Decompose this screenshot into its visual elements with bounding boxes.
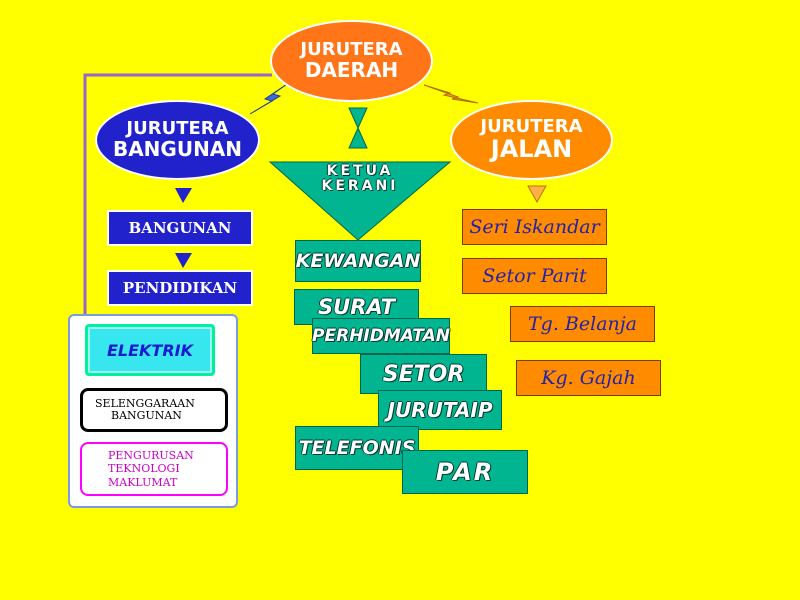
bangunan-sub-panel: ELEKTRIK SELENGGARAAN BANGUNAN PENGURUSA… (68, 314, 238, 508)
unit-telefonis: TELEFONIS (295, 426, 419, 470)
unit-setor: SETOR (360, 354, 487, 394)
ketua-kerani-label: KETUA KERANI (300, 164, 420, 193)
jurutera-bangunan-node: JURUTERA BANGUNAN (95, 100, 260, 180)
selenggaraan-line1: SELENGGARAAN (95, 396, 195, 410)
unit-seri-iskandar: Seri Iskandar (462, 209, 607, 245)
pengurusan-line3: MAKLUMAT (108, 475, 178, 489)
jurutera-jalan-line1: JURUTERA (480, 115, 583, 137)
unit-perhidmatan: PERHIDMATAN (312, 318, 450, 354)
hourglass-connector-bottom (348, 126, 368, 149)
pengurusan-line2: TEKNOLOGI (108, 462, 180, 476)
jurutera-daerah-node: JURUTERA DAERAH (270, 20, 433, 102)
down-arrow-jalan (527, 185, 547, 204)
down-arrow-pendidikan (175, 253, 192, 268)
ketua-kerani-line1: KETUA (326, 163, 394, 179)
jurutera-bangunan-line1: JURUTERA (126, 118, 229, 140)
hourglass-connector (348, 107, 368, 130)
selenggaraan-line2: BANGUNAN (111, 409, 182, 422)
jurutera-daerah-line1: JURUTERA (300, 39, 403, 61)
unit-tg-belanja: Tg. Belanja (510, 306, 655, 342)
jurutera-daerah-line2: DAERAH (304, 57, 399, 82)
unit-pendidikan: PENDIDIKAN (107, 270, 253, 306)
pengurusan-line1: PENGURUSAN (108, 449, 194, 463)
unit-bangunan: BANGUNAN (107, 210, 253, 246)
jurutera-jalan-line2: JALAN (490, 134, 573, 163)
lightning-bolt-left (249, 81, 291, 115)
purple-connector (83, 73, 272, 318)
unit-jurutaip: JURUTAIP (378, 390, 502, 430)
unit-elektrik: ELEKTRIK (85, 324, 215, 376)
unit-par: PAR (402, 450, 528, 494)
jurutera-jalan-node: JURUTERA JALAN (450, 100, 613, 180)
unit-pengurusan-teknologi-maklumat: PENGURUSAN TEKNOLOGI MAKLUMAT (80, 442, 228, 496)
unit-setor-parit: Setor Parit (462, 258, 607, 294)
ketua-kerani-line2: KERANI (321, 177, 399, 194)
unit-selenggaraan-bangunan: SELENGGARAAN BANGUNAN (80, 388, 228, 432)
down-arrow-bangunan (175, 188, 192, 203)
unit-kg-gajah: Kg. Gajah (516, 360, 661, 396)
ketua-kerani-triangle (268, 161, 452, 241)
jurutera-bangunan-line2: BANGUNAN (112, 136, 243, 161)
lightning-bolt-right (423, 84, 479, 104)
unit-kewangan: KEWANGAN (295, 240, 421, 282)
